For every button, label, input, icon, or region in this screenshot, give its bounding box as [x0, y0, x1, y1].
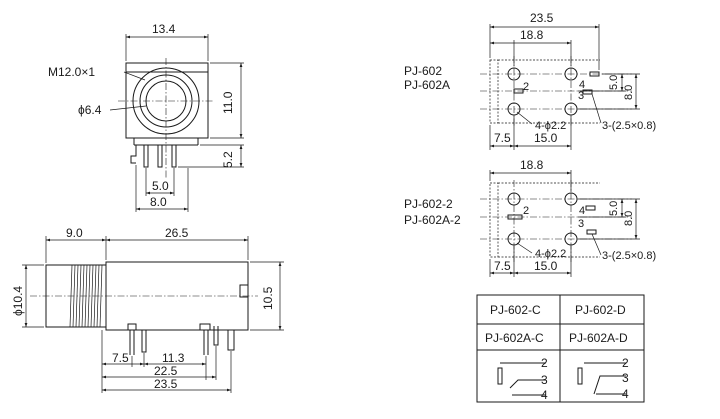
fpb-hole-1: [507, 192, 521, 206]
side-latch: [239, 284, 249, 298]
schematic-c-pin-3: 3: [541, 373, 548, 387]
side-view: 9.0 26.5 ϕ10.4 10.5 7.5 11.3 22.5 23.5: [11, 226, 284, 393]
variant-table: PJ-602-C PJ-602-D PJ-602A-C PJ-602A-D 2 …: [476, 294, 645, 403]
fpb-hole-spacing-dim: 15.0: [534, 259, 558, 273]
fpb-hole-4: [564, 232, 578, 246]
side-pin-c-dim: 22.5: [154, 364, 178, 378]
variant-pj-602a-d: PJ-602A-D: [569, 331, 628, 345]
fpb-slot-1: [585, 205, 596, 211]
fpa-hole-2: [564, 67, 578, 81]
front-side-tab: [130, 145, 137, 164]
fpb-left-dim: 7.5: [494, 259, 511, 273]
side-pin-b-dim: 11.3: [162, 351, 185, 365]
fpb-slot-2: [586, 229, 597, 235]
nut-length-dim: 9.0: [66, 226, 83, 240]
fpb-pin-2-label: 2: [523, 205, 529, 217]
model-pj-602-2: PJ-602-2: [404, 197, 453, 211]
front-pin-2: [157, 144, 163, 168]
fpa-slot-label: 3-(2.5×0.8): [602, 120, 656, 132]
fpa-hole-label: 4-ϕ2.2: [535, 120, 566, 132]
fpa-slot-leader: [591, 93, 602, 124]
side-pin-3: [203, 330, 209, 355]
hole-leader: [109, 105, 147, 111]
variant-pj-602-c: PJ-602-C: [490, 303, 541, 317]
schematic-d: 2 3 4: [577, 356, 629, 401]
footprint-a-outline: [489, 59, 600, 124]
fpa-overall-dim: 23.5: [530, 11, 554, 25]
fpb-pin-3-label: 3: [578, 218, 584, 230]
fpa-left-dim: 7.5: [494, 131, 511, 145]
fpb-hole-leader: [516, 242, 533, 254]
footprint-a: PJ-602 PJ-602A: [404, 11, 656, 150]
front-height-dim: 11.0: [221, 91, 235, 114]
schematic-c-pin-4: 4: [541, 388, 548, 402]
fpa-hole-spacing-dim: 15.0: [534, 131, 558, 145]
body-length-dim: 26.5: [165, 226, 189, 240]
fpa-hole-3: [507, 102, 521, 116]
fpb-hole-3: [507, 232, 521, 246]
footprint-b: PJ-602-2 PJ-602A-2 18.8 7.5: [404, 158, 656, 277]
fpb-slot-3: [507, 214, 523, 220]
side-pin-4: [213, 326, 219, 346]
thread-leader: [123, 71, 146, 81]
fpa-slot-1: [589, 71, 600, 77]
front-width-dim: 13.4: [152, 22, 176, 36]
footprint-b-outline: [489, 182, 600, 258]
pin-spacing-dim: 5.0: [152, 179, 169, 193]
fpb-vert-large-dim: 8.0: [623, 211, 635, 226]
front-view: 13.4 M12.0×1 ϕ6.4 11.0 5.2 5.0 8.0: [48, 22, 244, 212]
schematic-c: 2 3 4: [497, 356, 548, 402]
fpb-hole-2: [564, 192, 578, 206]
fpa-pin-2-label: 2: [523, 81, 529, 93]
schematic-c-pin-2: 2: [541, 356, 548, 370]
pin-outer-dim: 8.0: [150, 195, 167, 209]
front-pin-1: [143, 144, 149, 168]
variant-pj-602-d: PJ-602-D: [575, 303, 626, 317]
model-pj-602: PJ-602: [404, 64, 442, 78]
model-pj-602a: PJ-602A: [404, 78, 450, 92]
fpb-slot-label: 3-(2.5×0.8): [602, 250, 656, 262]
fpb-slot-leader: [591, 233, 602, 256]
side-pin-5: [227, 330, 235, 351]
schematic-d-pin-2: 2: [622, 356, 629, 370]
thread-spec-label: M12.0×1: [48, 65, 95, 79]
schematic-d-pin-4: 4: [622, 387, 629, 401]
schematic-d-pin-3: 3: [622, 371, 629, 385]
fpa-slot-3: [513, 88, 524, 94]
side-diameter-dim: ϕ10.4: [11, 286, 25, 316]
fpb-hole-label: 4-ϕ2.2: [535, 248, 566, 260]
fpa-vert-small-dim: 5.0: [608, 75, 620, 90]
fpa-pin-4-label: 4: [579, 79, 585, 91]
pin-drop-dim: 5.2: [221, 151, 235, 168]
fpb-pin-4-label: 4: [579, 205, 585, 217]
front-body-outline: [125, 62, 209, 139]
front-pin-3: [171, 144, 177, 168]
fpa-pin-3-label: 3: [578, 90, 584, 102]
fpa-span-dim: 18.8: [520, 28, 544, 42]
fpa-slot-2: [582, 89, 593, 95]
hole-diameter-label: ϕ6.4: [78, 103, 102, 117]
variant-pj-602a-c: PJ-602A-C: [485, 331, 544, 345]
side-pin-total-dim: 23.5: [154, 377, 178, 391]
fpa-hole-4: [564, 102, 578, 116]
side-height-dim: 10.5: [261, 286, 275, 310]
model-pj-602a-2: PJ-602A-2: [404, 213, 461, 227]
side-pin-a-dim: 7.5: [112, 351, 129, 365]
fpa-hole-leader: [516, 111, 533, 125]
fpb-span-dim: 18.8: [520, 158, 544, 172]
fpa-vert-large-dim: 8.0: [623, 85, 635, 100]
side-pin-1: [129, 330, 135, 355]
fpb-vert-small-dim: 5.0: [608, 201, 620, 216]
side-pin-2: [141, 330, 147, 353]
fpa-hole-1: [507, 67, 521, 81]
